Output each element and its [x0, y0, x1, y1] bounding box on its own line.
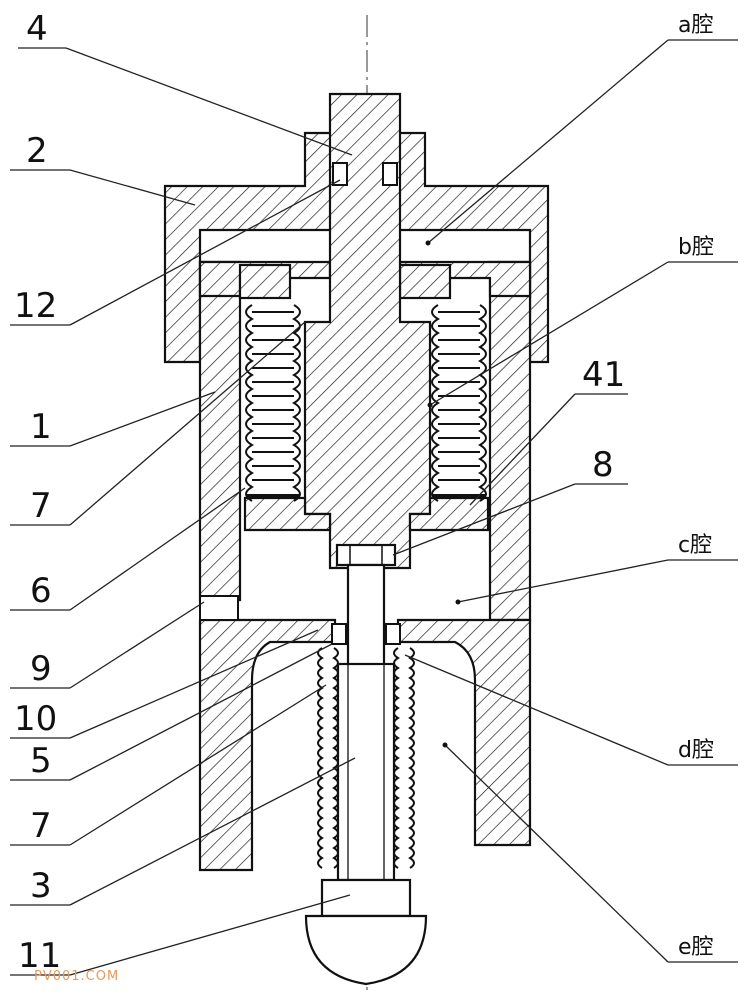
upper-seat-left: [238, 263, 292, 300]
label-cavity-a: a腔: [678, 13, 713, 38]
lower-rod-part-3: [336, 662, 396, 882]
label-part-1: 1: [30, 407, 52, 447]
label-part-9: 9: [30, 649, 52, 689]
label-part-6: 6: [30, 571, 52, 611]
upper-bellows-left-part-7: [245, 304, 301, 502]
label-part-8: 8: [592, 445, 614, 485]
label-part-7-upper: 7: [30, 486, 52, 526]
lower-bellows-part-7: [317, 647, 415, 869]
label-cavity-d: d腔: [678, 738, 714, 763]
lower-body-right: [396, 618, 532, 847]
piston-flange-right: [408, 496, 490, 532]
housing-left-wall-part-1: [198, 260, 242, 602]
label-part-5: 5: [30, 741, 52, 781]
label-cavity-e: e腔: [678, 935, 714, 960]
upper-bellows-right-part-7: [431, 304, 487, 502]
label-cavity-c: c腔: [678, 533, 712, 558]
label-part-7-lower: 7: [30, 806, 52, 846]
screw-head-part-8: [335, 543, 397, 567]
valve-head-dome: [304, 914, 428, 986]
leader-lines: [10, 39, 738, 976]
label-part-10: 10: [14, 699, 57, 739]
label-part-11: 11: [18, 936, 61, 976]
label-part-4: 4: [26, 9, 48, 49]
label-part-3: 3: [30, 866, 52, 906]
housing-right-wall-part-1: [488, 260, 532, 622]
seal-right: [382, 162, 398, 186]
piston-flange-part-41: [243, 496, 332, 532]
label-part-41: 41: [582, 355, 625, 395]
label-part-2: 2: [26, 131, 48, 171]
vent-port-part-9: [199, 595, 239, 621]
label-part-12: 12: [14, 286, 57, 326]
seal-part-5: [331, 623, 347, 645]
lower-body-part-10: [198, 618, 337, 872]
valve-stem: [346, 563, 386, 667]
valve-head-body-part-11: [320, 878, 412, 918]
upper-seat-right: [398, 263, 452, 300]
label-cavity-b: b腔: [678, 235, 714, 260]
watermark: PV001.COM: [34, 969, 119, 984]
seal-right-lower: [385, 623, 401, 645]
seal-left-part-12: [332, 162, 348, 186]
cavity-dots: [425, 240, 461, 748]
